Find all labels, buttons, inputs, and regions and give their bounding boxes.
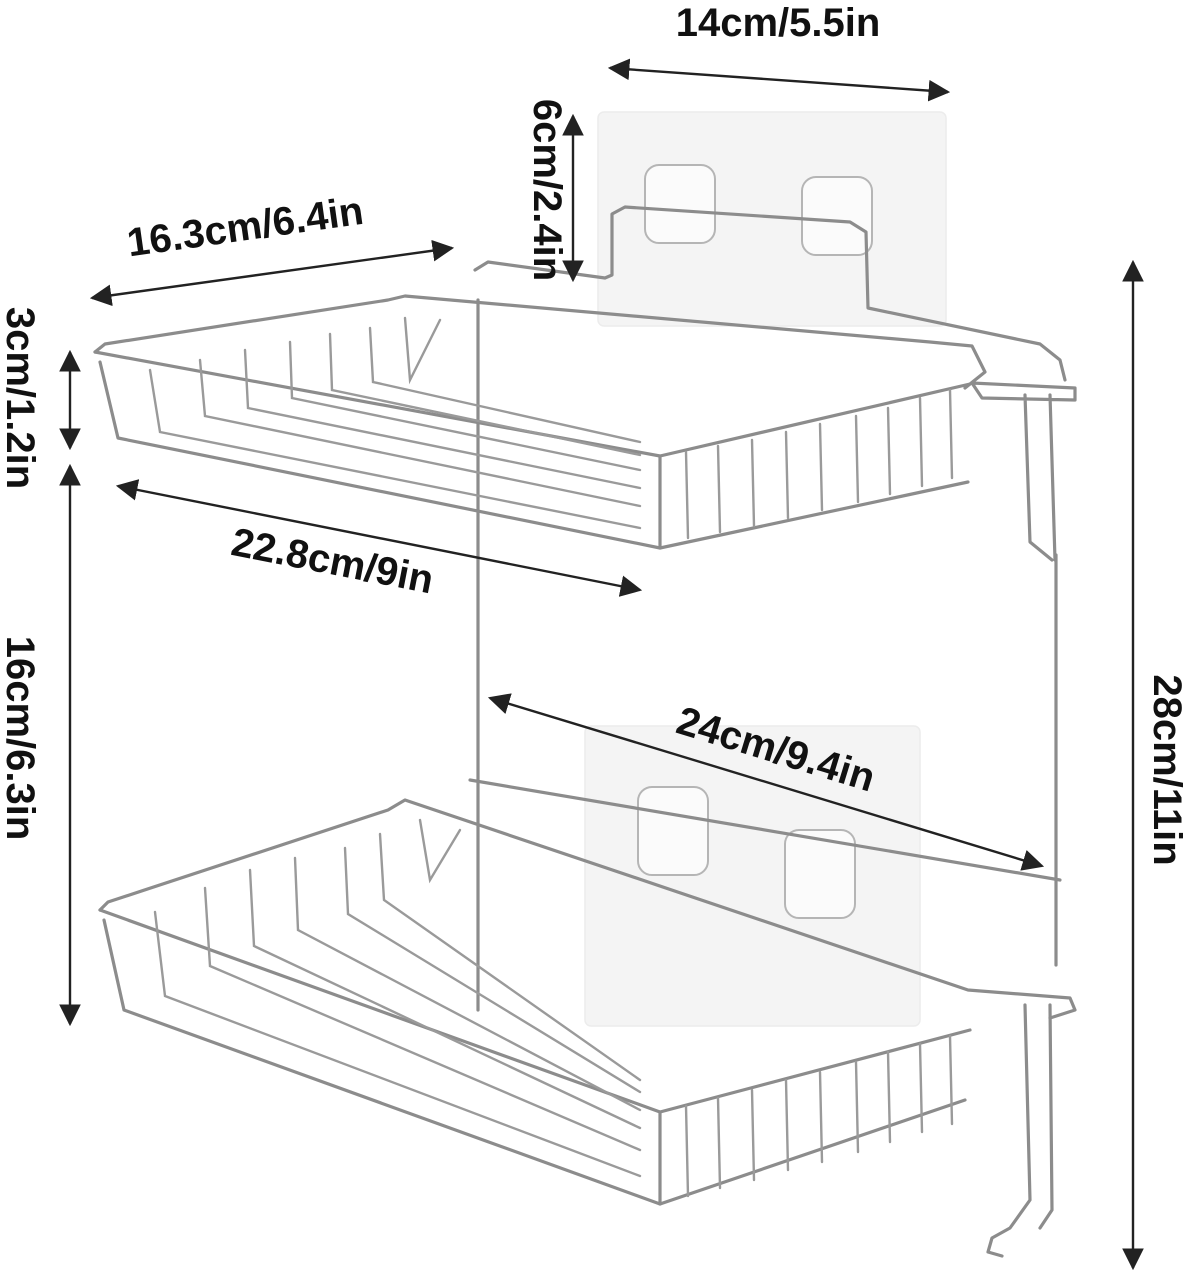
- label-total-height: 28cm/11in: [1145, 674, 1189, 865]
- label-top-width: 14cm/5.5in: [676, 1, 881, 45]
- pad-hook-left-lower-icon: [637, 786, 709, 876]
- label-pad-height: 6cm/2.4in: [525, 99, 569, 281]
- label-shelf-length: 22.8cm/9in: [228, 520, 437, 602]
- arrow-top-width: [607, 58, 951, 102]
- pad-hook-left-icon: [644, 164, 716, 244]
- label-basket-height: 3cm/1.2in: [0, 307, 42, 489]
- label-shelf-spacing: 16cm/6.3in: [0, 636, 42, 841]
- label-shelf-depth: 16.3cm/6.4in: [124, 189, 366, 266]
- arrow-shelf-length: [115, 479, 643, 597]
- arrow-rack-width: [487, 693, 1045, 871]
- pad-hook-right-icon: [801, 176, 873, 256]
- adhesive-pad-top: [597, 111, 947, 327]
- upper-basket: [93, 294, 987, 550]
- dimension-arrows: [59, 58, 1144, 1271]
- rack-frame: [473, 205, 1077, 1012]
- arrow-shelf-depth: [89, 239, 455, 307]
